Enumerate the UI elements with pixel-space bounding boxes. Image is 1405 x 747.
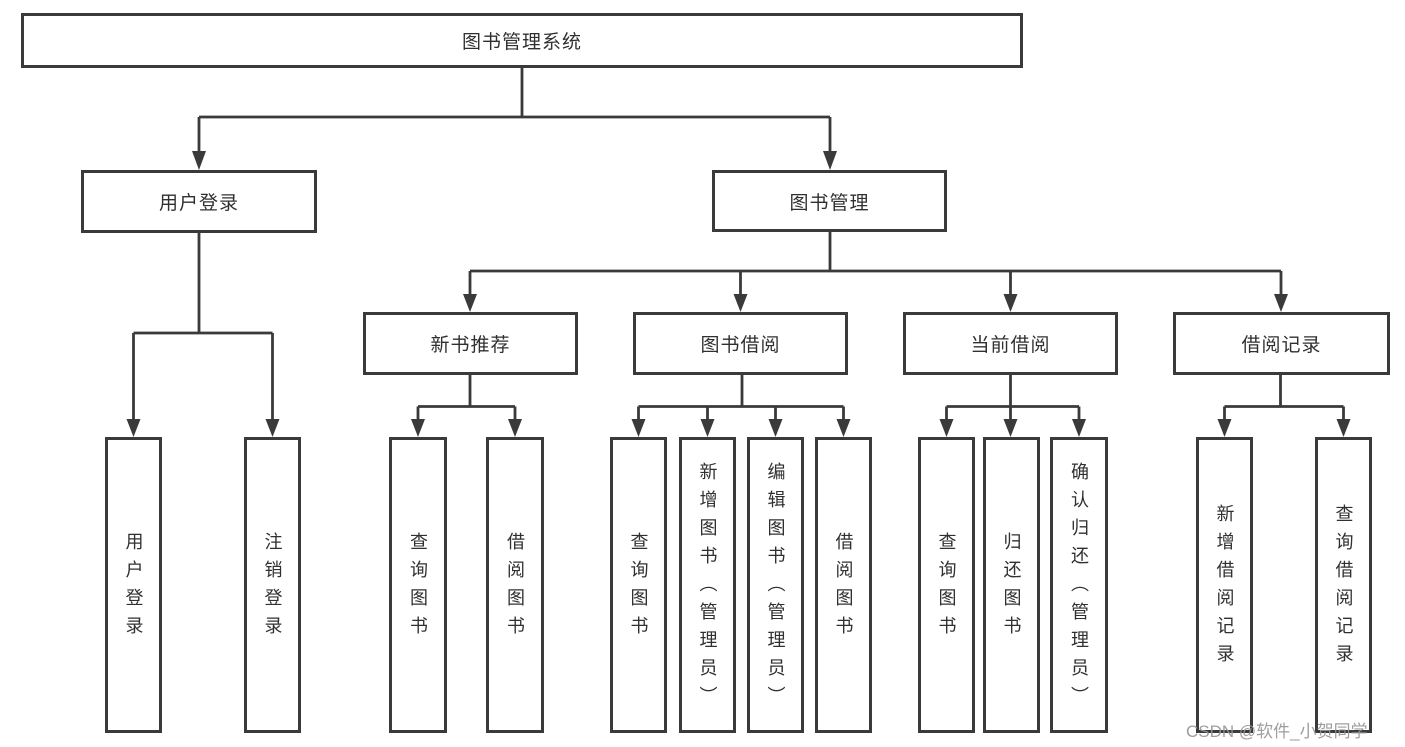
node-label: 借阅记录 [1241,335,1322,356]
node-label: 图书管理 [789,192,870,214]
leaf-add-books-admin: 新增图书（管理员） [679,437,736,733]
node-label: 图书管理系统 [461,32,582,53]
node-label: 借阅图书 [833,532,854,644]
node-label: 新增图书（管理员） [697,462,718,714]
leaf-edit-books-admin: 编辑图书（管理员） [747,437,804,733]
leaf-query-books-current: 查询图书 [918,437,975,733]
node-label: 用户登录 [158,193,239,214]
leaf-query-books-borrowing: 查询图书 [610,437,667,733]
leaf-confirm-return-admin: 确认归还（管理员） [1050,437,1108,733]
node-new-book-recommendation: 新书推荐 [363,312,578,375]
node-label: 查询图书 [628,532,649,644]
node-label: 确认归还（管理员） [1069,462,1089,714]
node-label: 查询借阅记录 [1333,504,1354,672]
node-label: 新增借阅记录 [1214,504,1235,672]
leaf-return-books: 归还图书 [983,437,1040,733]
csdn-watermark: CSDN @软件_小贺同学 [1186,722,1368,741]
leaf-user-login: 用户登录 [105,437,162,733]
node-label: 归还图书 [1001,532,1022,644]
node-label: 注销登录 [262,532,283,644]
leaf-add-borrowing-record: 新增借阅记录 [1196,437,1253,733]
node-book-borrowing: 图书借阅 [633,312,848,375]
node-library-management-system: 图书管理系统 [21,13,1023,68]
node-borrowing-records: 借阅记录 [1173,312,1390,375]
node-label: 编辑图书（管理员） [765,462,786,714]
node-current-borrowing: 当前借阅 [903,312,1118,375]
leaf-borrow-books: 借阅图书 [815,437,872,733]
node-label: 用户登录 [123,532,144,644]
node-user-login: 用户登录 [81,170,317,233]
node-label: 借阅图书 [505,532,525,644]
leaf-query-books-recommend: 查询图书 [389,437,447,733]
node-label: 当前借阅 [970,335,1051,356]
node-label: 查询图书 [936,532,957,644]
leaf-query-borrowing-record: 查询借阅记录 [1315,437,1372,733]
node-label: 新书推荐 [430,335,511,356]
leaf-logout: 注销登录 [244,437,301,733]
node-label: 查询图书 [408,532,428,644]
leaf-borrow-books-recommend: 借阅图书 [486,437,544,733]
node-label: 图书借阅 [700,335,781,356]
node-book-management: 图书管理 [712,170,947,232]
